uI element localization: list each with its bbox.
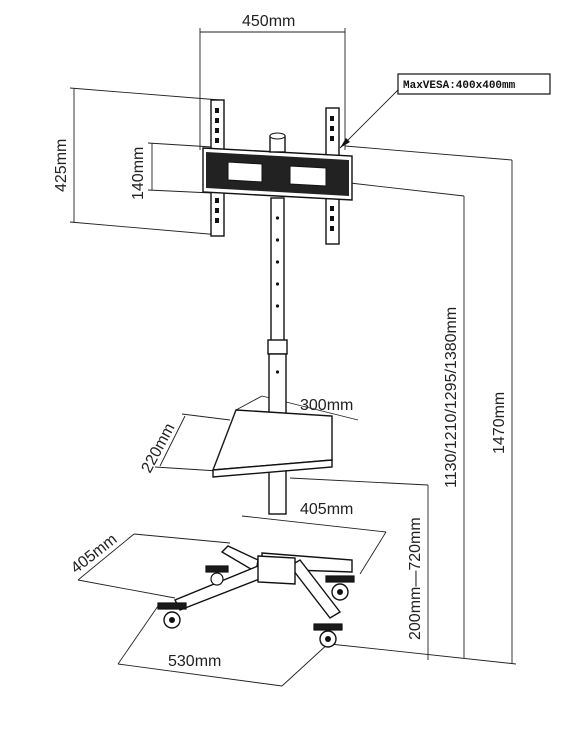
caster-back-left [205,565,229,586]
dimension-lines [69,28,517,687]
mounting-bracket [202,99,353,245]
label-vesa: MaxVESA:400x400mm [403,80,516,92]
label-base-405-right: 405mm [300,501,353,518]
caster-front-left [157,602,187,629]
label-height-1470: 1470mm [491,392,508,454]
caster-back-right [325,575,355,601]
vesa-callout: MaxVESA:400x400mm [397,73,551,95]
glass-shelf [211,409,333,478]
label-base-405-left: 405mm [68,531,121,577]
label-heights-column: 1130/1210/1295/1380mm [443,307,460,488]
label-shelf-300: 300mm [300,397,353,414]
label-base-530: 530mm [168,653,221,670]
caster-front-right [313,623,343,648]
label-width-450: 450mm [242,13,295,30]
label-height-425: 425mm [53,139,70,192]
base [157,545,355,648]
label-height-140: 140mm [130,147,147,200]
label-shelf-height: 200mm—720mm [407,517,424,640]
